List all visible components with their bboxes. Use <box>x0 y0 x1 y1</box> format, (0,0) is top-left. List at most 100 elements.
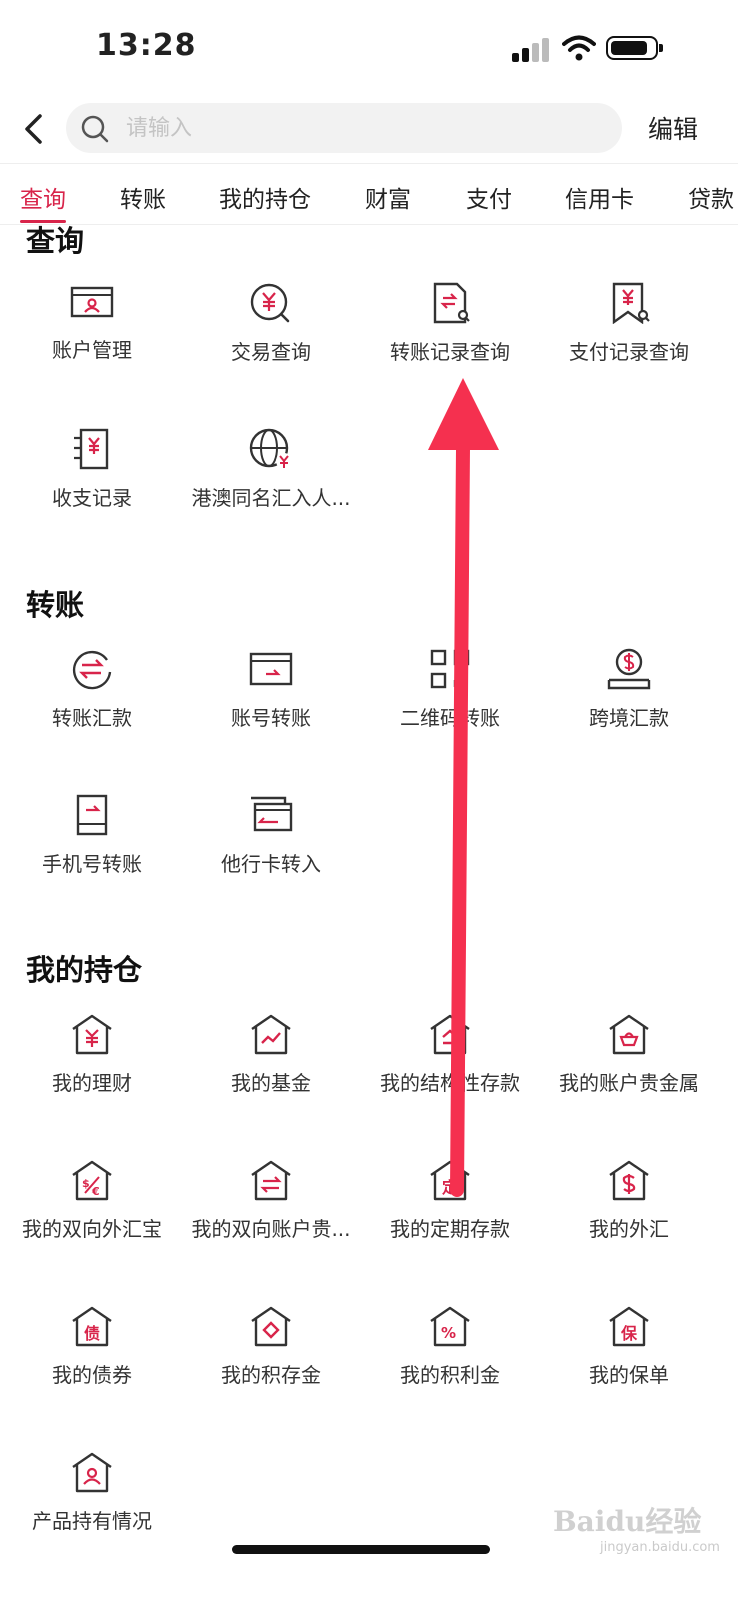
item-label: 转账汇款 <box>52 706 132 730</box>
item-label: 交易查询 <box>231 340 311 364</box>
card-transfer-icon <box>249 652 293 686</box>
tab-query[interactable]: 查询 <box>20 187 66 213</box>
globe-yuan-icon <box>249 428 292 469</box>
svg-text:$: $ <box>82 1177 90 1190</box>
item-my-interest-gold[interactable]: % 我的积利金 <box>361 1305 539 1425</box>
item-my-fund[interactable]: 我的基金 <box>182 1013 360 1133</box>
search-input[interactable] <box>126 111 596 145</box>
tab-loan[interactable]: 贷款 <box>688 187 734 213</box>
item-my-wealth-management[interactable]: 我的理财 <box>3 1013 181 1133</box>
baidu-watermark-url: jingyan.baidu.com <box>600 1540 720 1555</box>
active-tab-indicator <box>20 220 66 223</box>
tab-payment[interactable]: 支付 <box>466 187 512 213</box>
item-transaction-query[interactable]: 交易查询 <box>182 282 360 402</box>
item-label: 手机号转账 <box>42 852 142 876</box>
item-product-holdings[interactable]: 产品持有情况 <box>3 1451 181 1571</box>
item-label: 我的积存金 <box>221 1363 321 1387</box>
svg-text:保: 保 <box>620 1324 638 1343</box>
house-exchange-icon <box>251 1160 291 1201</box>
item-my-gold-accumulation[interactable]: 我的积存金 <box>182 1305 360 1425</box>
item-my-insurance-policy[interactable]: 保 我的保单 <box>540 1305 718 1425</box>
house-fx-icon: $ € <box>72 1160 112 1201</box>
search-icon <box>81 115 109 143</box>
item-label: 我的双向账户贵... <box>191 1217 351 1241</box>
item-transfer-record-query[interactable]: 转账记录查询 <box>361 282 539 402</box>
item-label: 我的保单 <box>589 1363 669 1387</box>
house-structured-icon <box>430 1014 470 1055</box>
item-label: 我的定期存款 <box>390 1217 510 1241</box>
item-label: 产品持有情况 <box>32 1509 152 1533</box>
ledger-yuan-icon <box>74 428 109 470</box>
cards-in-icon <box>251 796 293 832</box>
qr-code-icon <box>430 649 470 689</box>
item-income-expense-record[interactable]: 收支记录 <box>3 428 181 548</box>
transfer-circle-icon <box>72 650 112 690</box>
tab-wealth[interactable]: 财富 <box>365 187 411 213</box>
item-label: 我的账户贵金属 <box>559 1071 699 1095</box>
item-my-structured-deposit[interactable]: 我的结构性存款 <box>361 1013 539 1133</box>
item-label: 账户管理 <box>52 338 132 362</box>
item-label: 他行卡转入 <box>221 852 321 876</box>
back-arrow-icon[interactable] <box>18 112 48 146</box>
dollar-coin-icon <box>607 648 651 690</box>
item-phone-number-transfer[interactable]: 手机号转账 <box>3 794 181 914</box>
section-title-query: 查询 <box>26 224 85 258</box>
item-account-management[interactable]: 账户管理 <box>3 282 181 402</box>
transfer-doc-search-icon <box>433 282 470 324</box>
item-label: 我的基金 <box>231 1071 311 1095</box>
search-bar[interactable] <box>66 103 622 153</box>
status-bar: 13:28 <box>0 0 738 96</box>
category-tabs: 查询 转账 我的持仓 财富 支付 信用卡 贷款 <box>0 163 738 225</box>
yuan-search-icon <box>250 283 290 323</box>
item-other-bank-card-in[interactable]: 他行卡转入 <box>182 794 360 914</box>
baidu-watermark: Baidu经验 <box>553 1505 702 1538</box>
edit-button[interactable]: 编辑 <box>648 115 699 144</box>
home-indicator[interactable] <box>232 1545 490 1554</box>
item-account-number-transfer[interactable]: 账号转账 <box>182 648 360 768</box>
item-my-foreign-exchange[interactable]: 我的外汇 <box>540 1159 718 1279</box>
phone-transfer-icon <box>76 794 108 836</box>
svg-text:定: 定 <box>441 1178 458 1197</box>
svg-text:%: % <box>441 1324 456 1342</box>
house-chart-icon <box>251 1014 291 1055</box>
payment-bookmark-search-icon <box>612 282 650 324</box>
item-my-fixed-deposit[interactable]: 定 我的定期存款 <box>361 1159 539 1279</box>
item-my-bond[interactable]: 债 我的债券 <box>3 1305 181 1425</box>
item-label: 收支记录 <box>52 486 132 510</box>
item-label: 跨境汇款 <box>589 706 669 730</box>
house-yuan-icon <box>72 1014 112 1055</box>
item-label: 我的积利金 <box>400 1363 500 1387</box>
item-hk-macau-remittance[interactable]: 港澳同名汇入人... <box>182 428 360 548</box>
item-label: 支付记录查询 <box>569 340 689 364</box>
house-deposit-icon: 定 <box>430 1160 470 1201</box>
tab-credit-card[interactable]: 信用卡 <box>565 187 634 213</box>
house-dollar-icon <box>609 1160 649 1201</box>
item-transfer-remittance[interactable]: 转账汇款 <box>3 648 181 768</box>
house-gold-icon <box>609 1014 649 1055</box>
section-title-transfer: 转账 <box>26 588 85 622</box>
house-percent-icon: % <box>430 1306 470 1347</box>
house-bond-icon: 债 <box>72 1306 112 1347</box>
item-my-account-precious-metal[interactable]: 我的账户贵金属 <box>540 1013 718 1133</box>
item-label: 港澳同名汇入人... <box>191 486 351 510</box>
house-user-icon <box>72 1452 112 1493</box>
house-insurance-icon: 保 <box>609 1306 649 1347</box>
item-qr-code-transfer[interactable]: 二维码转账 <box>361 648 539 768</box>
tab-transfer[interactable]: 转账 <box>120 187 166 213</box>
item-cross-border-remittance[interactable]: 跨境汇款 <box>540 648 718 768</box>
svg-text:债: 债 <box>84 1324 100 1343</box>
item-label: 我的债券 <box>52 1363 132 1387</box>
item-payment-record-query[interactable]: 支付记录查询 <box>540 282 718 402</box>
item-my-two-way-account-precious[interactable]: 我的双向账户贵... <box>182 1159 360 1279</box>
item-label: 我的双向外汇宝 <box>22 1217 162 1241</box>
section-title-holdings: 我的持仓 <box>26 953 143 987</box>
item-label: 我的外汇 <box>589 1217 669 1241</box>
item-label: 我的结构性存款 <box>380 1071 520 1095</box>
house-diamond-icon <box>251 1306 291 1347</box>
item-label: 账号转账 <box>231 706 311 730</box>
tab-my-holdings[interactable]: 我的持仓 <box>219 187 311 213</box>
status-time: 13:28 <box>96 28 197 63</box>
cellular-signal-icon <box>512 36 552 62</box>
item-label: 二维码转账 <box>400 706 500 730</box>
item-my-two-way-fx[interactable]: $ € 我的双向外汇宝 <box>3 1159 181 1279</box>
